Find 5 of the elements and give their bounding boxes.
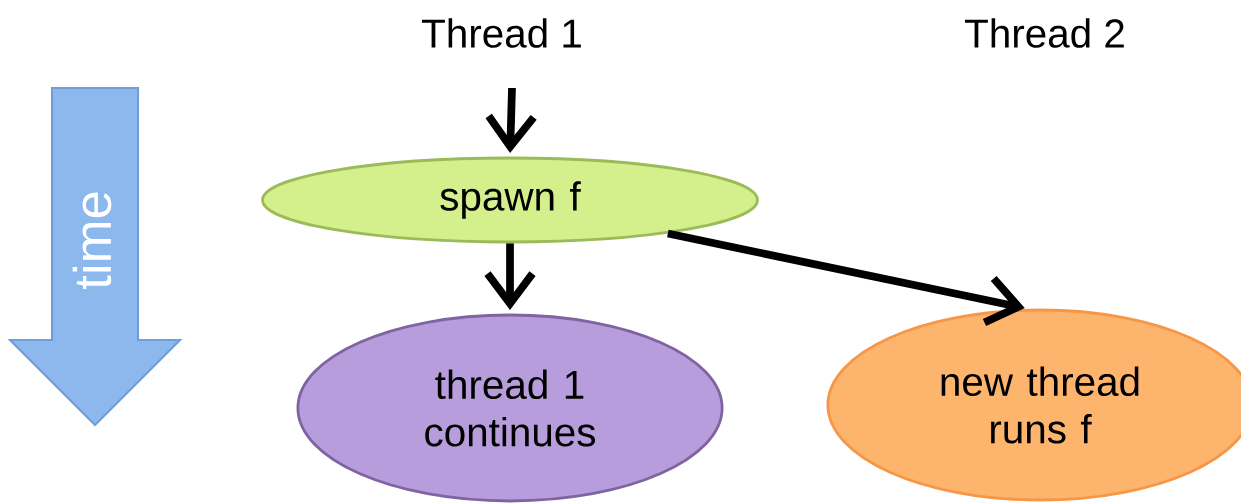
column-heading: Thread 2 bbox=[965, 18, 1124, 48]
column-heading: Thread 1 bbox=[422, 18, 581, 48]
ellipse-node: spawn f bbox=[261, 156, 759, 244]
ellipse-node: thread 1 continues bbox=[296, 313, 724, 503]
ellipse-node: new thread runs f bbox=[826, 308, 1241, 502]
